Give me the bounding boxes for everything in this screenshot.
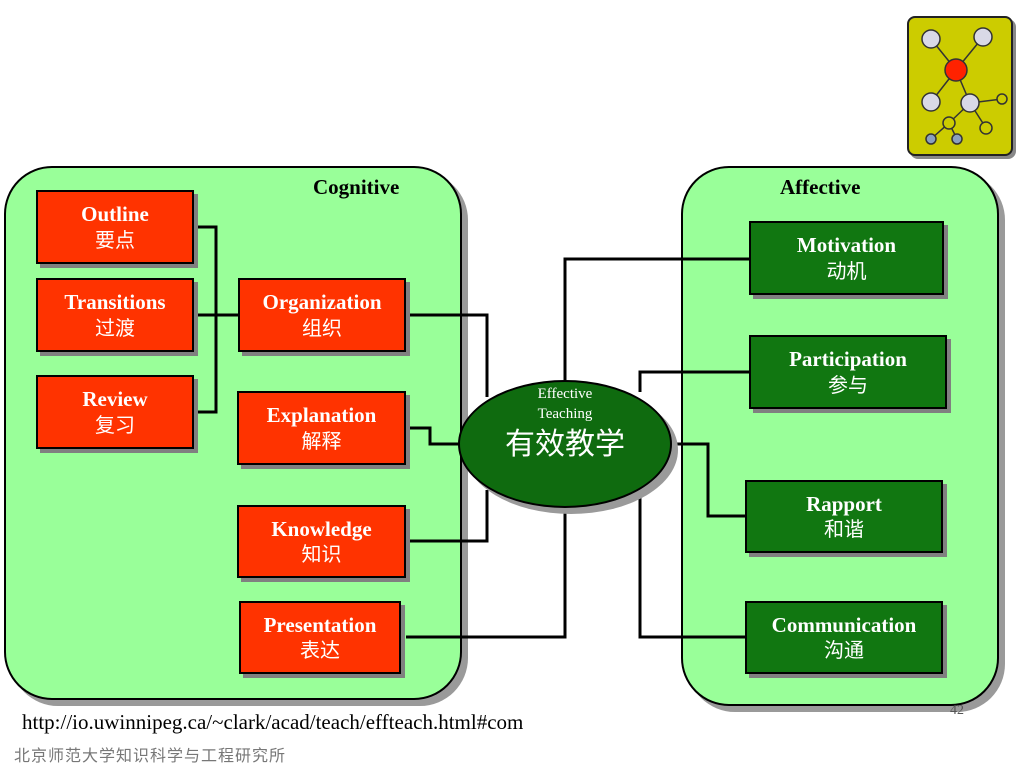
communication-label-zh: 沟通 bbox=[824, 638, 864, 663]
rapport-label-zh: 和谐 bbox=[824, 517, 864, 542]
effective-teaching-subtitle: Effective Teaching bbox=[537, 386, 593, 422]
organization-box: Organization 组织 bbox=[238, 278, 406, 352]
outline-label-zh: 要点 bbox=[95, 227, 135, 252]
participation-label: Participation bbox=[789, 347, 907, 372]
knowledge-box: Knowledge 知识 bbox=[237, 505, 406, 578]
motivation-label-zh: 动机 bbox=[826, 258, 867, 283]
communication-label: Communication bbox=[771, 612, 917, 637]
rapport-label: Rapport bbox=[806, 491, 882, 516]
communication-box: Communication 沟通 bbox=[745, 601, 943, 674]
network-graph-icon bbox=[907, 16, 1013, 156]
transitions-label: Transitions bbox=[64, 290, 166, 315]
effective-teaching-ellipse bbox=[458, 380, 672, 508]
explanation-label-zh: 解释 bbox=[301, 428, 342, 453]
affective-title: Affective bbox=[780, 175, 861, 199]
outline-box: Outline 要点 bbox=[36, 190, 194, 264]
presentation-label-zh: 表达 bbox=[300, 638, 340, 663]
motivation-label: Motivation bbox=[796, 233, 897, 258]
transitions-label-zh: 过渡 bbox=[95, 315, 135, 340]
organization-label-zh: 组织 bbox=[302, 315, 342, 340]
explanation-label: Explanation bbox=[266, 403, 377, 428]
transitions-box: Transitions 过渡 bbox=[36, 278, 194, 352]
organization-label: Organization bbox=[262, 290, 382, 315]
motivation-box: Motivation 动机 bbox=[749, 221, 944, 295]
source-url: http://io.uwinnipeg.ca/~clark/acad/teach… bbox=[22, 710, 524, 734]
presentation-box: Presentation 表达 bbox=[239, 601, 401, 674]
review-label-zh: 复习 bbox=[95, 412, 135, 437]
effective-teaching-title: 有效教学 bbox=[505, 427, 625, 462]
cognitive-title: Cognitive bbox=[313, 175, 400, 199]
participation-label-zh: 参与 bbox=[828, 372, 868, 397]
outline-label: Outline bbox=[81, 202, 149, 227]
presentation-label: Presentation bbox=[263, 612, 377, 637]
review-label: Review bbox=[82, 387, 148, 412]
rapport-box: Rapport 和谐 bbox=[745, 480, 943, 553]
review-box: Review 复习 bbox=[36, 375, 194, 449]
participation-box: Participation 参与 bbox=[749, 335, 947, 409]
page-number: 42 bbox=[950, 703, 964, 718]
knowledge-label-zh: 知识 bbox=[301, 542, 342, 567]
explanation-box: Explanation 解释 bbox=[237, 391, 406, 465]
institution-footer: 北京师范大学知识科学与工程研究所 bbox=[14, 746, 287, 765]
knowledge-label: Knowledge bbox=[271, 516, 372, 541]
